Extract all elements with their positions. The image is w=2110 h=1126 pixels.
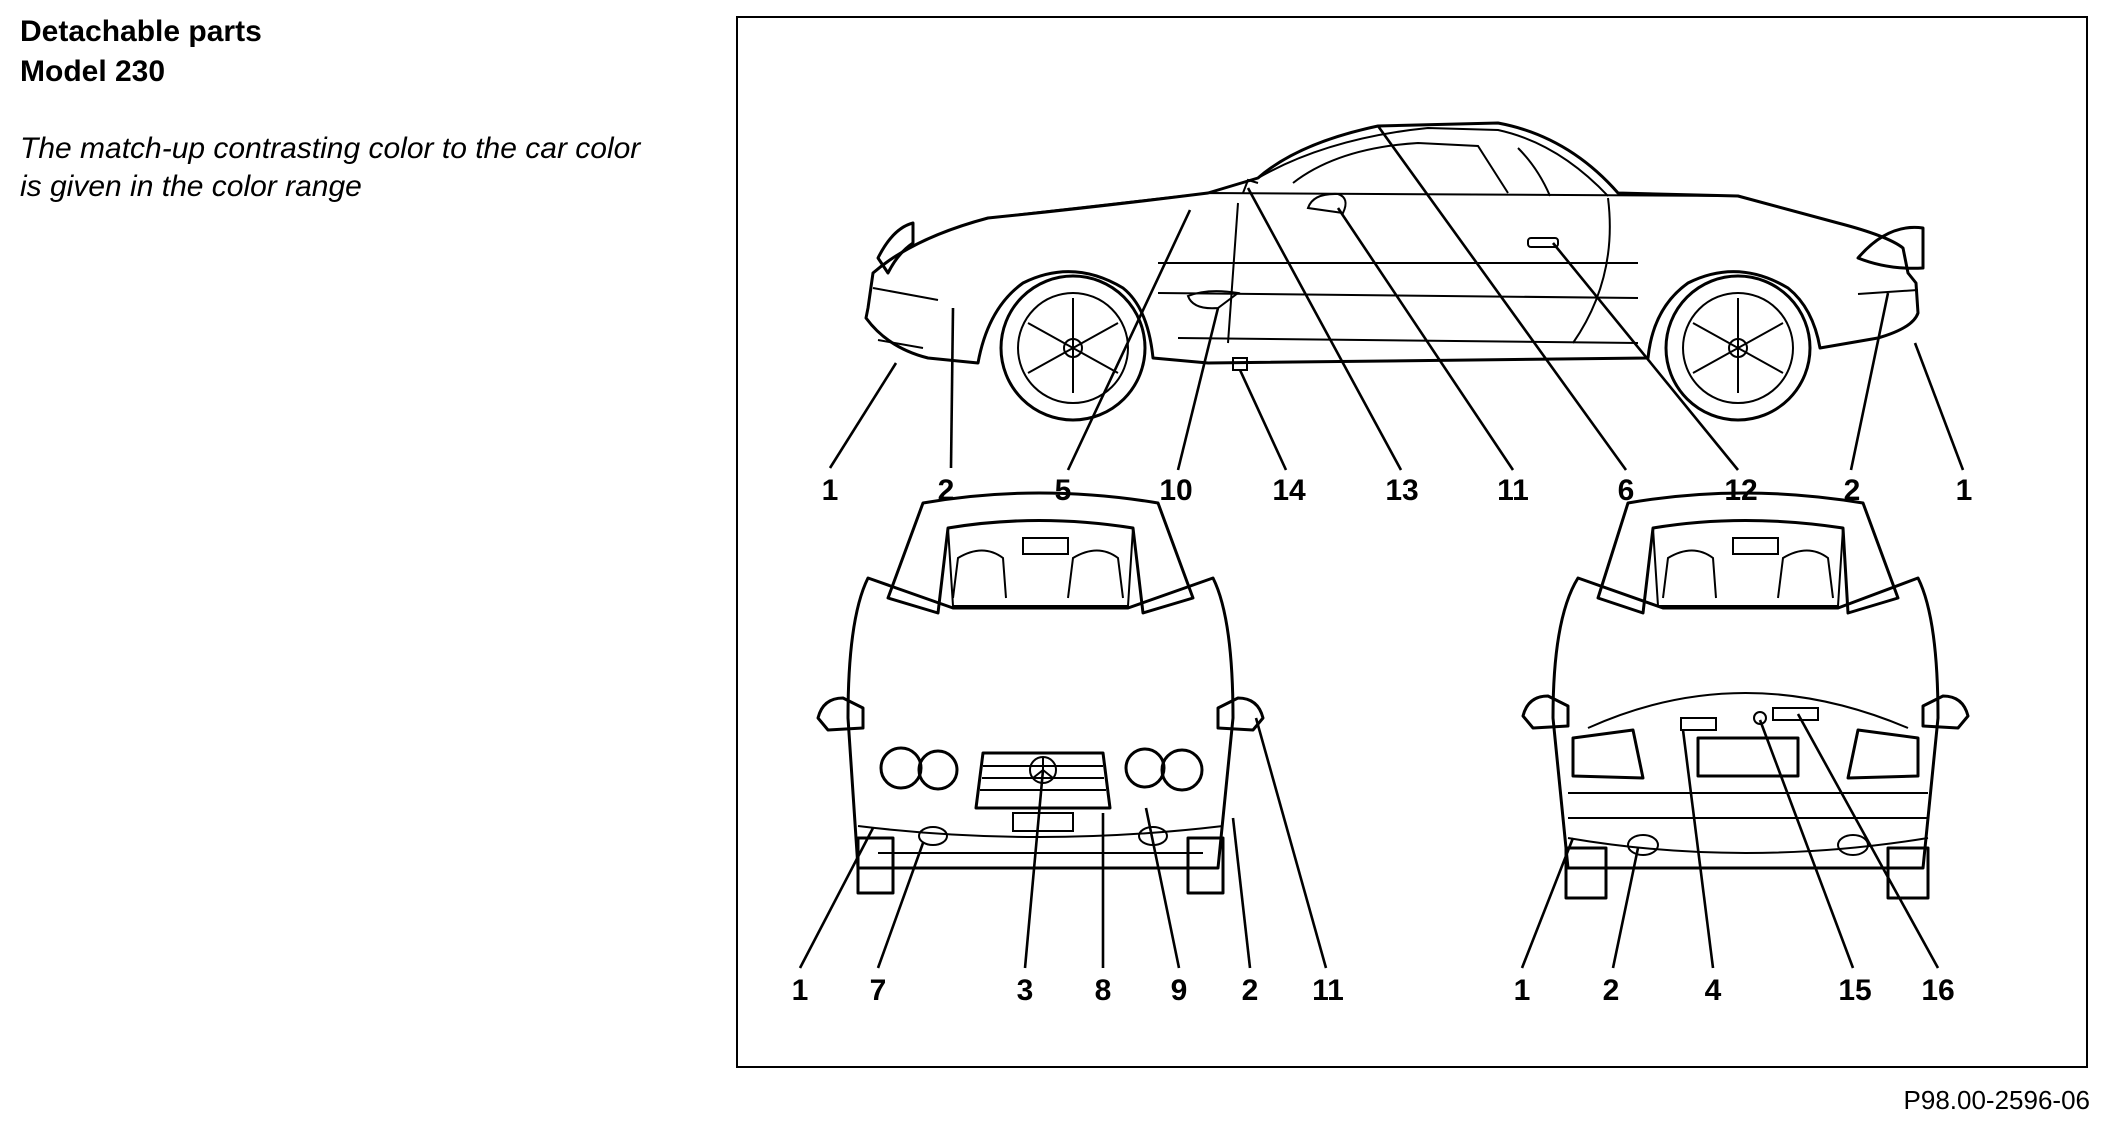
front-callout-3: 3 xyxy=(1017,974,1034,1007)
parts-diagram-frame: 1 2 5 10 14 13 11 6 12 2 1 xyxy=(736,16,2088,1068)
page-title: Detachable parts Model 230 xyxy=(20,12,262,92)
front-callout-7: 7 xyxy=(870,974,887,1007)
callout-11: 11 xyxy=(1497,474,1529,507)
rear-callout-16: 16 xyxy=(1921,974,1954,1007)
rear-callout-4: 4 xyxy=(1705,974,1722,1007)
callout-2-rear: 2 xyxy=(1844,474,1861,507)
front-callout-8: 8 xyxy=(1095,974,1112,1007)
front-callout-11: 11 xyxy=(1312,974,1344,1007)
figure-reference-code: P98.00-2596-06 xyxy=(1903,1085,2090,1115)
callout-6: 6 xyxy=(1618,474,1635,507)
callout-13: 13 xyxy=(1385,474,1418,507)
rear-callout-2: 2 xyxy=(1603,974,1620,1007)
callout-12: 12 xyxy=(1724,474,1757,507)
rear-view-leader-lines xyxy=(1520,713,1940,969)
parts-diagram: 1 2 5 10 14 13 11 6 12 2 1 xyxy=(792,121,1973,1007)
side-view-labels: 1 2 5 10 14 13 11 6 12 2 1 xyxy=(822,474,1973,507)
rear-callout-15: 15 xyxy=(1838,974,1871,1007)
front-view-car xyxy=(816,491,1265,895)
front-callout-1: 1 xyxy=(792,974,809,1007)
front-callout-9: 9 xyxy=(1171,974,1188,1007)
side-view-leader-lines xyxy=(828,125,1965,471)
title-line-2: Model 230 xyxy=(20,55,166,88)
front-callout-2: 2 xyxy=(1242,974,1259,1007)
callout-1-rear: 1 xyxy=(1956,474,1973,507)
side-view-car xyxy=(864,121,1925,422)
front-view-labels: 1 7 3 8 9 2 11 xyxy=(792,974,1344,1007)
callout-2: 2 xyxy=(938,474,955,507)
title-line-1: Detachable parts xyxy=(20,15,262,48)
front-view-leader-lines xyxy=(798,717,1328,969)
callout-1: 1 xyxy=(822,474,839,507)
callout-5: 5 xyxy=(1055,474,1072,507)
callout-14: 14 xyxy=(1272,474,1306,507)
callout-10: 10 xyxy=(1159,474,1192,507)
rear-view-labels: 1 2 4 15 16 xyxy=(1514,974,1955,1007)
color-note: The match-up contrasting color to the ca… xyxy=(20,132,641,203)
rear-view-car xyxy=(1521,491,1970,900)
rear-callout-1: 1 xyxy=(1514,974,1531,1007)
